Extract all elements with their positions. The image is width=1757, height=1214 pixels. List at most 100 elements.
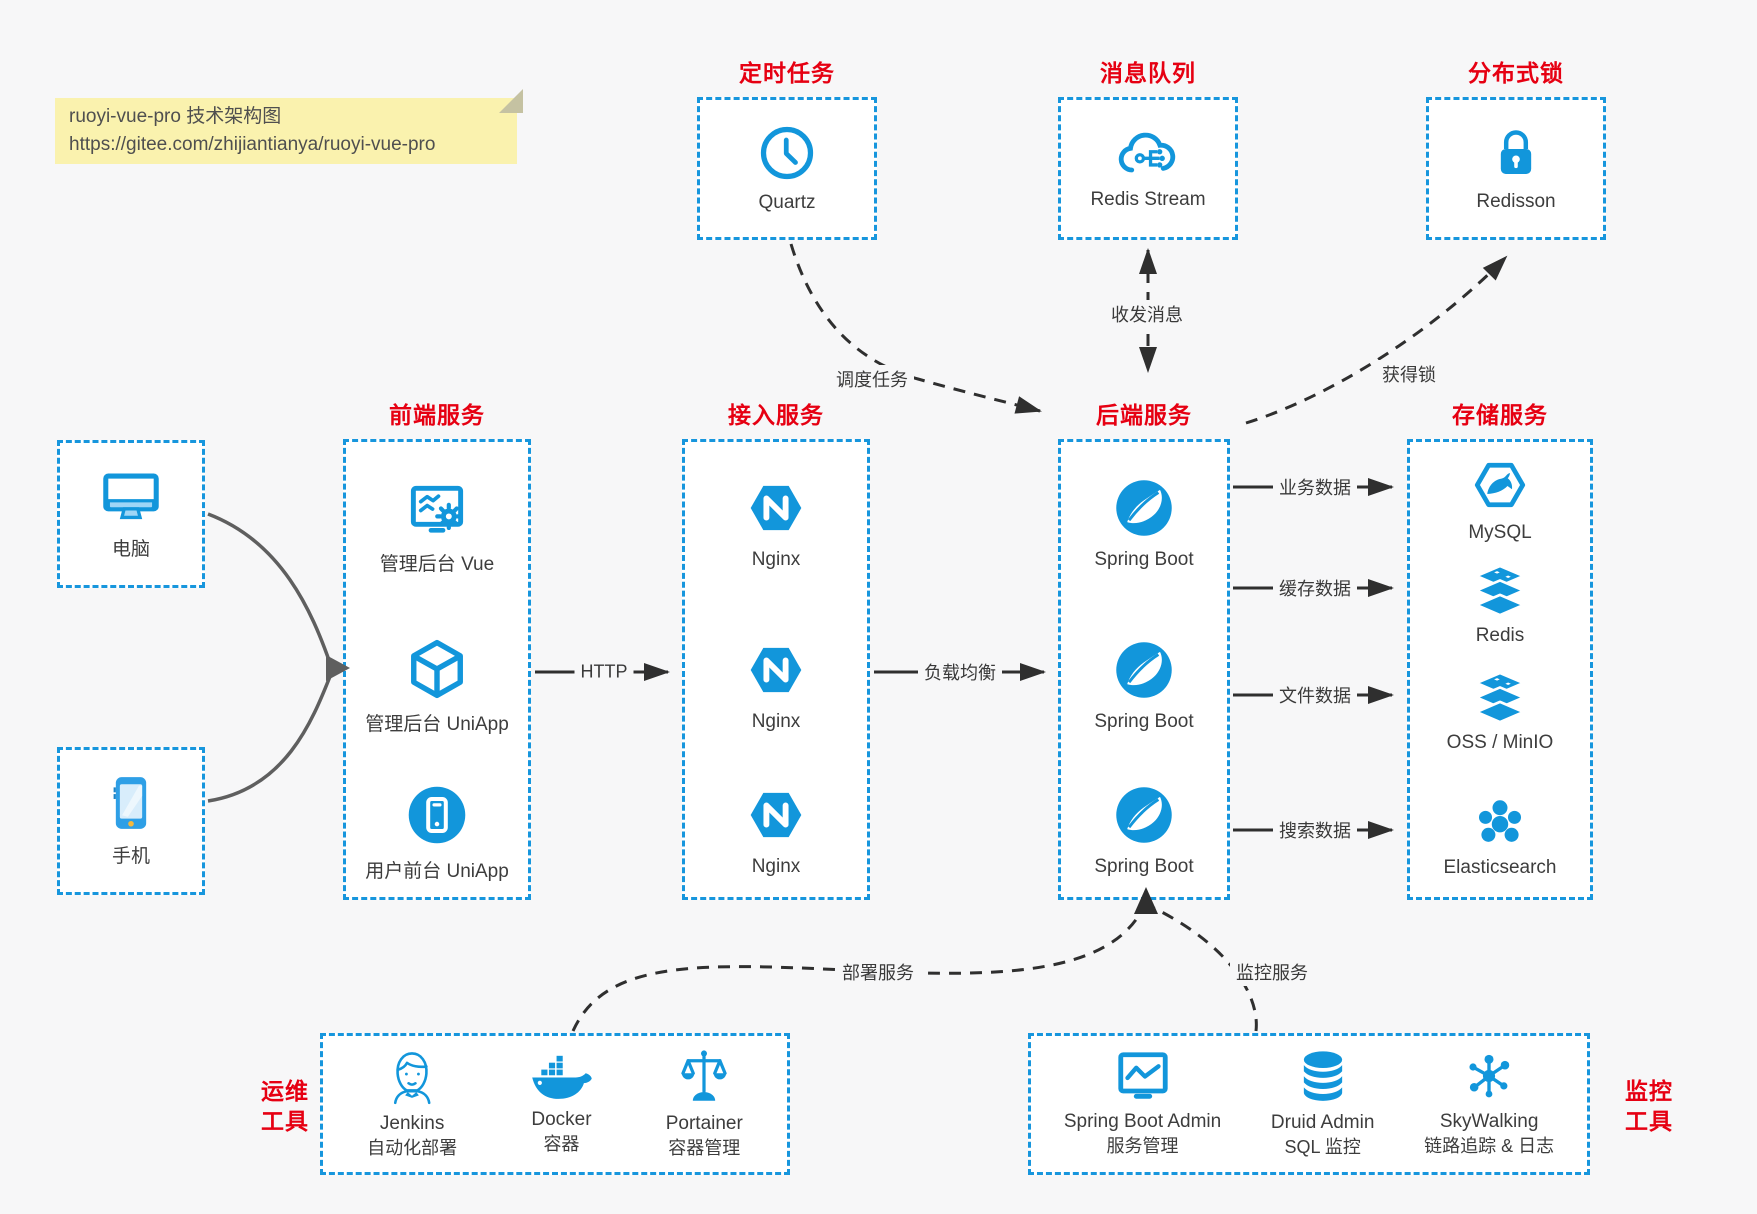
druid-desc: SQL 监控 — [1284, 1137, 1361, 1157]
quartz-box: Quartz — [697, 97, 877, 240]
cloud-queue-icon — [1115, 126, 1181, 180]
backend-spring-3-label: Spring Boot — [1094, 856, 1194, 877]
group-title-ops-tools: 运维 工具 — [252, 1076, 318, 1136]
ops-title-line1: 运维 — [261, 1078, 309, 1104]
spring-boot-icon — [1112, 476, 1176, 540]
storage-elasticsearch-label: Elasticsearch — [1443, 857, 1557, 878]
gateway-nginx-3-label: Nginx — [751, 856, 801, 877]
ops-tools-box: Jenkins 自动化部署 Docker 容器 — [320, 1033, 790, 1175]
frontend-item-user-uniapp: 用户前台 UniApp — [346, 783, 528, 883]
note-title: ruoyi-vue-pro 技术架构图 — [69, 106, 282, 127]
frontend-admin-vue-label: 管理后台 Vue — [379, 554, 495, 575]
pc-client-item: 电脑 — [60, 443, 202, 585]
edge-pc-to-frontend-line — [207, 512, 332, 664]
gateway-nginx-1-label: Nginx — [751, 549, 801, 570]
backend-item-spring-3: Spring Boot — [1061, 783, 1227, 878]
pc-client-label: 电脑 — [111, 539, 150, 560]
nginx-icon — [744, 476, 808, 540]
ops-tool-jenkins: Jenkins 自动化部署 — [367, 1047, 457, 1161]
spring-boot-admin-desc: 服务管理 — [1106, 1136, 1179, 1156]
portainer-desc: 容器管理 — [668, 1138, 741, 1158]
monitoring-title-line1: 监控 — [1625, 1078, 1673, 1104]
smartphone-icon — [110, 774, 152, 832]
storage-item-redis: Redis — [1410, 564, 1590, 647]
spring-boot-icon — [1112, 783, 1176, 847]
elasticsearch-icon — [1471, 794, 1529, 850]
storage-redis-label: Redis — [1475, 625, 1525, 646]
backend-spring-2-label: Spring Boot — [1094, 711, 1194, 732]
group-title-storage: 存储服务 — [1452, 402, 1548, 428]
monitoring-tool-druid: Druid Admin SQL 监控 — [1270, 1048, 1375, 1160]
admin-vue-icon — [405, 480, 469, 540]
frontend-user-uniapp-label: 用户前台 UniApp — [365, 861, 509, 882]
edge-label-cache-data: 缓存数据 — [1273, 574, 1357, 602]
group-title-scheduled-task: 定时任务 — [739, 60, 835, 86]
pc-client-box: 电脑 — [57, 440, 205, 588]
storage-mysql-label: MySQL — [1468, 522, 1532, 543]
redis-stream-box: Redis Stream — [1058, 97, 1238, 240]
frontend-admin-uniapp-label: 管理后台 UniApp — [365, 714, 509, 735]
monitoring-tools-box: Spring Boot Admin 服务管理 Druid Admin S — [1028, 1033, 1590, 1175]
note-fold-icon — [499, 89, 523, 113]
portainer-icon — [678, 1047, 730, 1105]
storage-oss-minio-label: OSS / MinIO — [1446, 732, 1554, 753]
redisson-item: Redisson — [1429, 100, 1603, 237]
spring-boot-admin-name: Spring Boot Admin — [1063, 1111, 1222, 1132]
gateway-item-nginx-2: Nginx — [685, 638, 867, 733]
gateway-item-nginx-3: Nginx — [685, 783, 867, 878]
redisson-label: Redisson — [1476, 191, 1556, 212]
druid-icon — [1297, 1048, 1349, 1104]
edge-label-schedule-task: 调度任务 — [830, 365, 914, 393]
group-title-gateway: 接入服务 — [728, 402, 824, 428]
group-title-backend: 后端服务 — [1096, 402, 1192, 428]
ops-title-line2: 工具 — [261, 1108, 309, 1134]
edge-label-business-data: 业务数据 — [1273, 473, 1357, 501]
nginx-icon — [744, 638, 808, 702]
monitoring-title-line2: 工具 — [1625, 1108, 1673, 1134]
docker-name: Docker — [531, 1109, 592, 1130]
portainer-name: Portainer — [665, 1113, 743, 1134]
backend-item-spring-1: Spring Boot — [1061, 476, 1227, 571]
quartz-item: Quartz — [700, 100, 874, 237]
nginx-icon — [744, 783, 808, 847]
oss-minio-icon — [1470, 671, 1530, 725]
padlock-icon — [1489, 124, 1543, 182]
monitoring-tools-row: Spring Boot Admin 服务管理 Druid Admin S — [1031, 1036, 1587, 1172]
edge-label-acquire-lock: 获得锁 — [1376, 360, 1442, 388]
phone-client-item: 手机 — [60, 750, 202, 892]
gateway-services-box: Nginx Nginx Nginx — [682, 439, 870, 900]
edge-label-search-data: 搜索数据 — [1273, 816, 1357, 844]
edge-phone-to-frontend-line — [207, 673, 333, 803]
edge-label-deploy: 部署服务 — [836, 958, 920, 986]
storage-services-box: MySQL Redis — [1407, 439, 1593, 900]
docker-icon — [529, 1051, 593, 1101]
monitoring-tool-skywalking: SkyWalking 链路追踪 & 日志 — [1424, 1049, 1554, 1159]
quartz-label: Quartz — [758, 192, 816, 213]
skywalking-desc: 链路追踪 & 日志 — [1424, 1136, 1555, 1156]
group-title-monitoring-tools: 监控 工具 — [1616, 1076, 1682, 1136]
sticky-note: ruoyi-vue-pro 技术架构图 https://gitee.com/zh… — [55, 89, 523, 164]
ops-tool-docker: Docker 容器 — [529, 1051, 593, 1157]
gateway-item-nginx-1: Nginx — [685, 476, 867, 571]
uniapp-cube-icon — [406, 638, 468, 700]
edge-label-http: HTTP — [574, 660, 634, 684]
gateway-nginx-2-label: Nginx — [751, 711, 801, 732]
desktop-icon — [98, 467, 164, 525]
skywalking-icon — [1462, 1049, 1516, 1103]
backend-spring-1-label: Spring Boot — [1094, 549, 1194, 570]
clock-icon — [757, 123, 817, 183]
phone-client-label: 手机 — [111, 846, 150, 867]
redisson-box: Redisson — [1426, 97, 1606, 240]
jenkins-icon — [386, 1047, 438, 1105]
frontend-item-admin-vue: 管理后台 Vue — [346, 480, 528, 576]
mysql-icon — [1470, 455, 1530, 515]
group-title-distributed-lock: 分布式锁 — [1468, 60, 1564, 86]
druid-name: Druid Admin — [1270, 1112, 1375, 1133]
docker-desc: 容器 — [543, 1134, 580, 1154]
ops-tool-portainer: Portainer 容器管理 — [666, 1047, 743, 1161]
frontend-item-admin-uniapp: 管理后台 UniApp — [346, 638, 528, 736]
note-url: https://gitee.com/zhijiantianya/ruoyi-vu… — [69, 133, 436, 155]
frontend-services-box: 管理后台 Vue 管理后台 UniApp 用户前台 UniApp — [343, 439, 531, 900]
redis-icon — [1470, 564, 1530, 618]
